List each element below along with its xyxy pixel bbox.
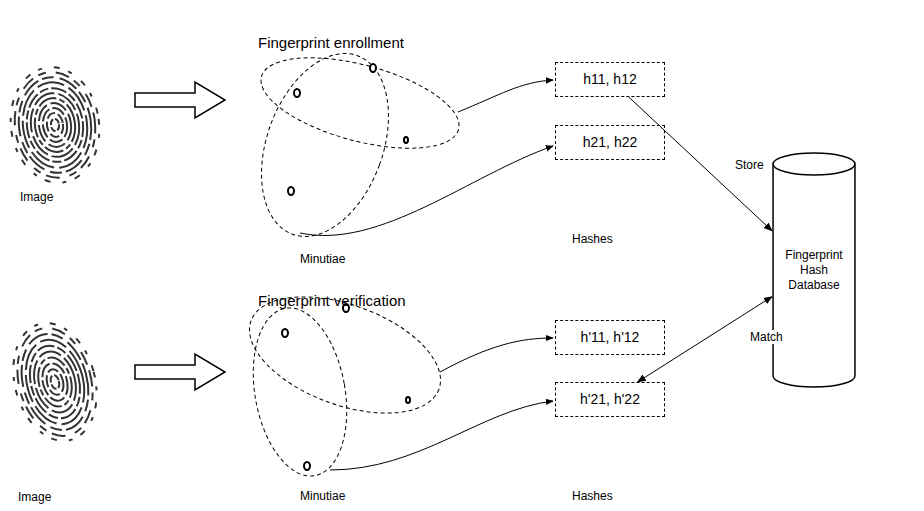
hash-label: h'11, h'12 xyxy=(581,329,640,347)
hash-box: h21, h22 xyxy=(555,125,665,160)
hash-arrow xyxy=(300,80,553,470)
hash-label: h'21, h'22 xyxy=(580,391,640,409)
hash-label: h11, h12 xyxy=(583,71,636,89)
hash-box: h11, h12 xyxy=(555,62,665,97)
edge-label: Match xyxy=(748,330,785,344)
hash-box: h'21, h'22 xyxy=(555,382,665,417)
stage-label: Minutiae xyxy=(300,252,345,266)
stage-label: Image xyxy=(20,190,53,204)
minutia-point xyxy=(282,304,410,470)
section-title: Fingerprint enrollment xyxy=(258,34,404,51)
process-arrow xyxy=(135,82,225,118)
hash-label: h21, h22 xyxy=(583,134,638,152)
hash-box: h'11, h'12 xyxy=(555,320,665,355)
database-cylinder: Fingerprint Hash Database xyxy=(772,152,856,388)
minutiae-groups xyxy=(238,36,468,254)
minutia-point xyxy=(288,64,408,195)
fingerprint-image xyxy=(3,61,106,188)
fingerprint-image xyxy=(1,314,109,451)
database-label: Fingerprint Hash Database xyxy=(778,248,850,293)
stage-label: Hashes xyxy=(572,489,613,503)
stage-label: Hashes xyxy=(572,232,613,246)
connector-arrow xyxy=(629,97,772,231)
minutiae-groups xyxy=(234,274,456,484)
stage-label: Image xyxy=(18,490,51,504)
edge-label: Store xyxy=(733,158,766,172)
process-arrow xyxy=(135,354,225,390)
stage-label: Minutiae xyxy=(300,489,345,503)
section-title: Fingerprint verification xyxy=(258,292,406,309)
